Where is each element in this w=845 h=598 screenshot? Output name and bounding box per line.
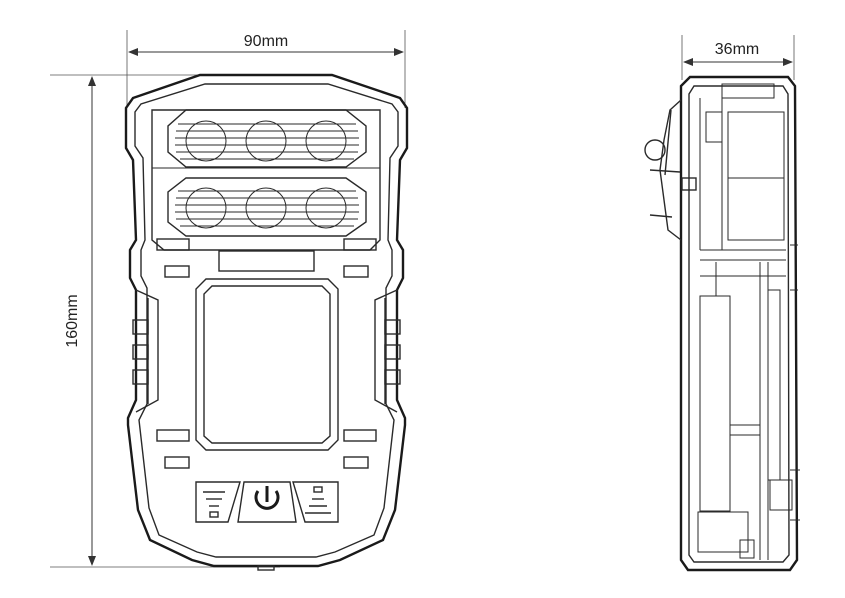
bottom-clip — [257, 565, 275, 571]
belt-clip — [644, 99, 697, 241]
power-icon — [254, 486, 280, 510]
right-side-grip — [374, 289, 401, 413]
side-edge-detail — [790, 244, 800, 521]
front-view: 90mm 160mm — [50, 30, 409, 571]
height-label: 160mm — [64, 294, 81, 347]
housing-inner-outline — [134, 83, 399, 558]
button-right[interactable] — [292, 481, 339, 523]
status-light-bar — [218, 250, 315, 272]
stacked-bars-down-icon — [203, 491, 225, 518]
button-row — [195, 481, 339, 523]
side-view: 36mm — [644, 35, 800, 572]
height-dimension: 160mm — [50, 74, 280, 568]
side-housing-outline — [679, 75, 799, 572]
upper-sensor-grille — [167, 109, 367, 168]
stacked-bars-up-icon — [305, 486, 331, 514]
housing-outline — [124, 73, 409, 568]
depth-dimension: 36mm — [681, 35, 795, 80]
width-dimension: 90mm — [126, 30, 406, 108]
internal-components — [697, 83, 793, 560]
indicator-slots — [156, 238, 377, 469]
depth-label: 36mm — [715, 41, 759, 58]
lower-sensor-grille — [167, 177, 367, 237]
display-screen — [195, 278, 339, 451]
power-button[interactable] — [237, 481, 297, 523]
button-left[interactable] — [195, 481, 241, 523]
left-side-grip — [132, 289, 159, 413]
width-label: 90mm — [244, 33, 288, 50]
